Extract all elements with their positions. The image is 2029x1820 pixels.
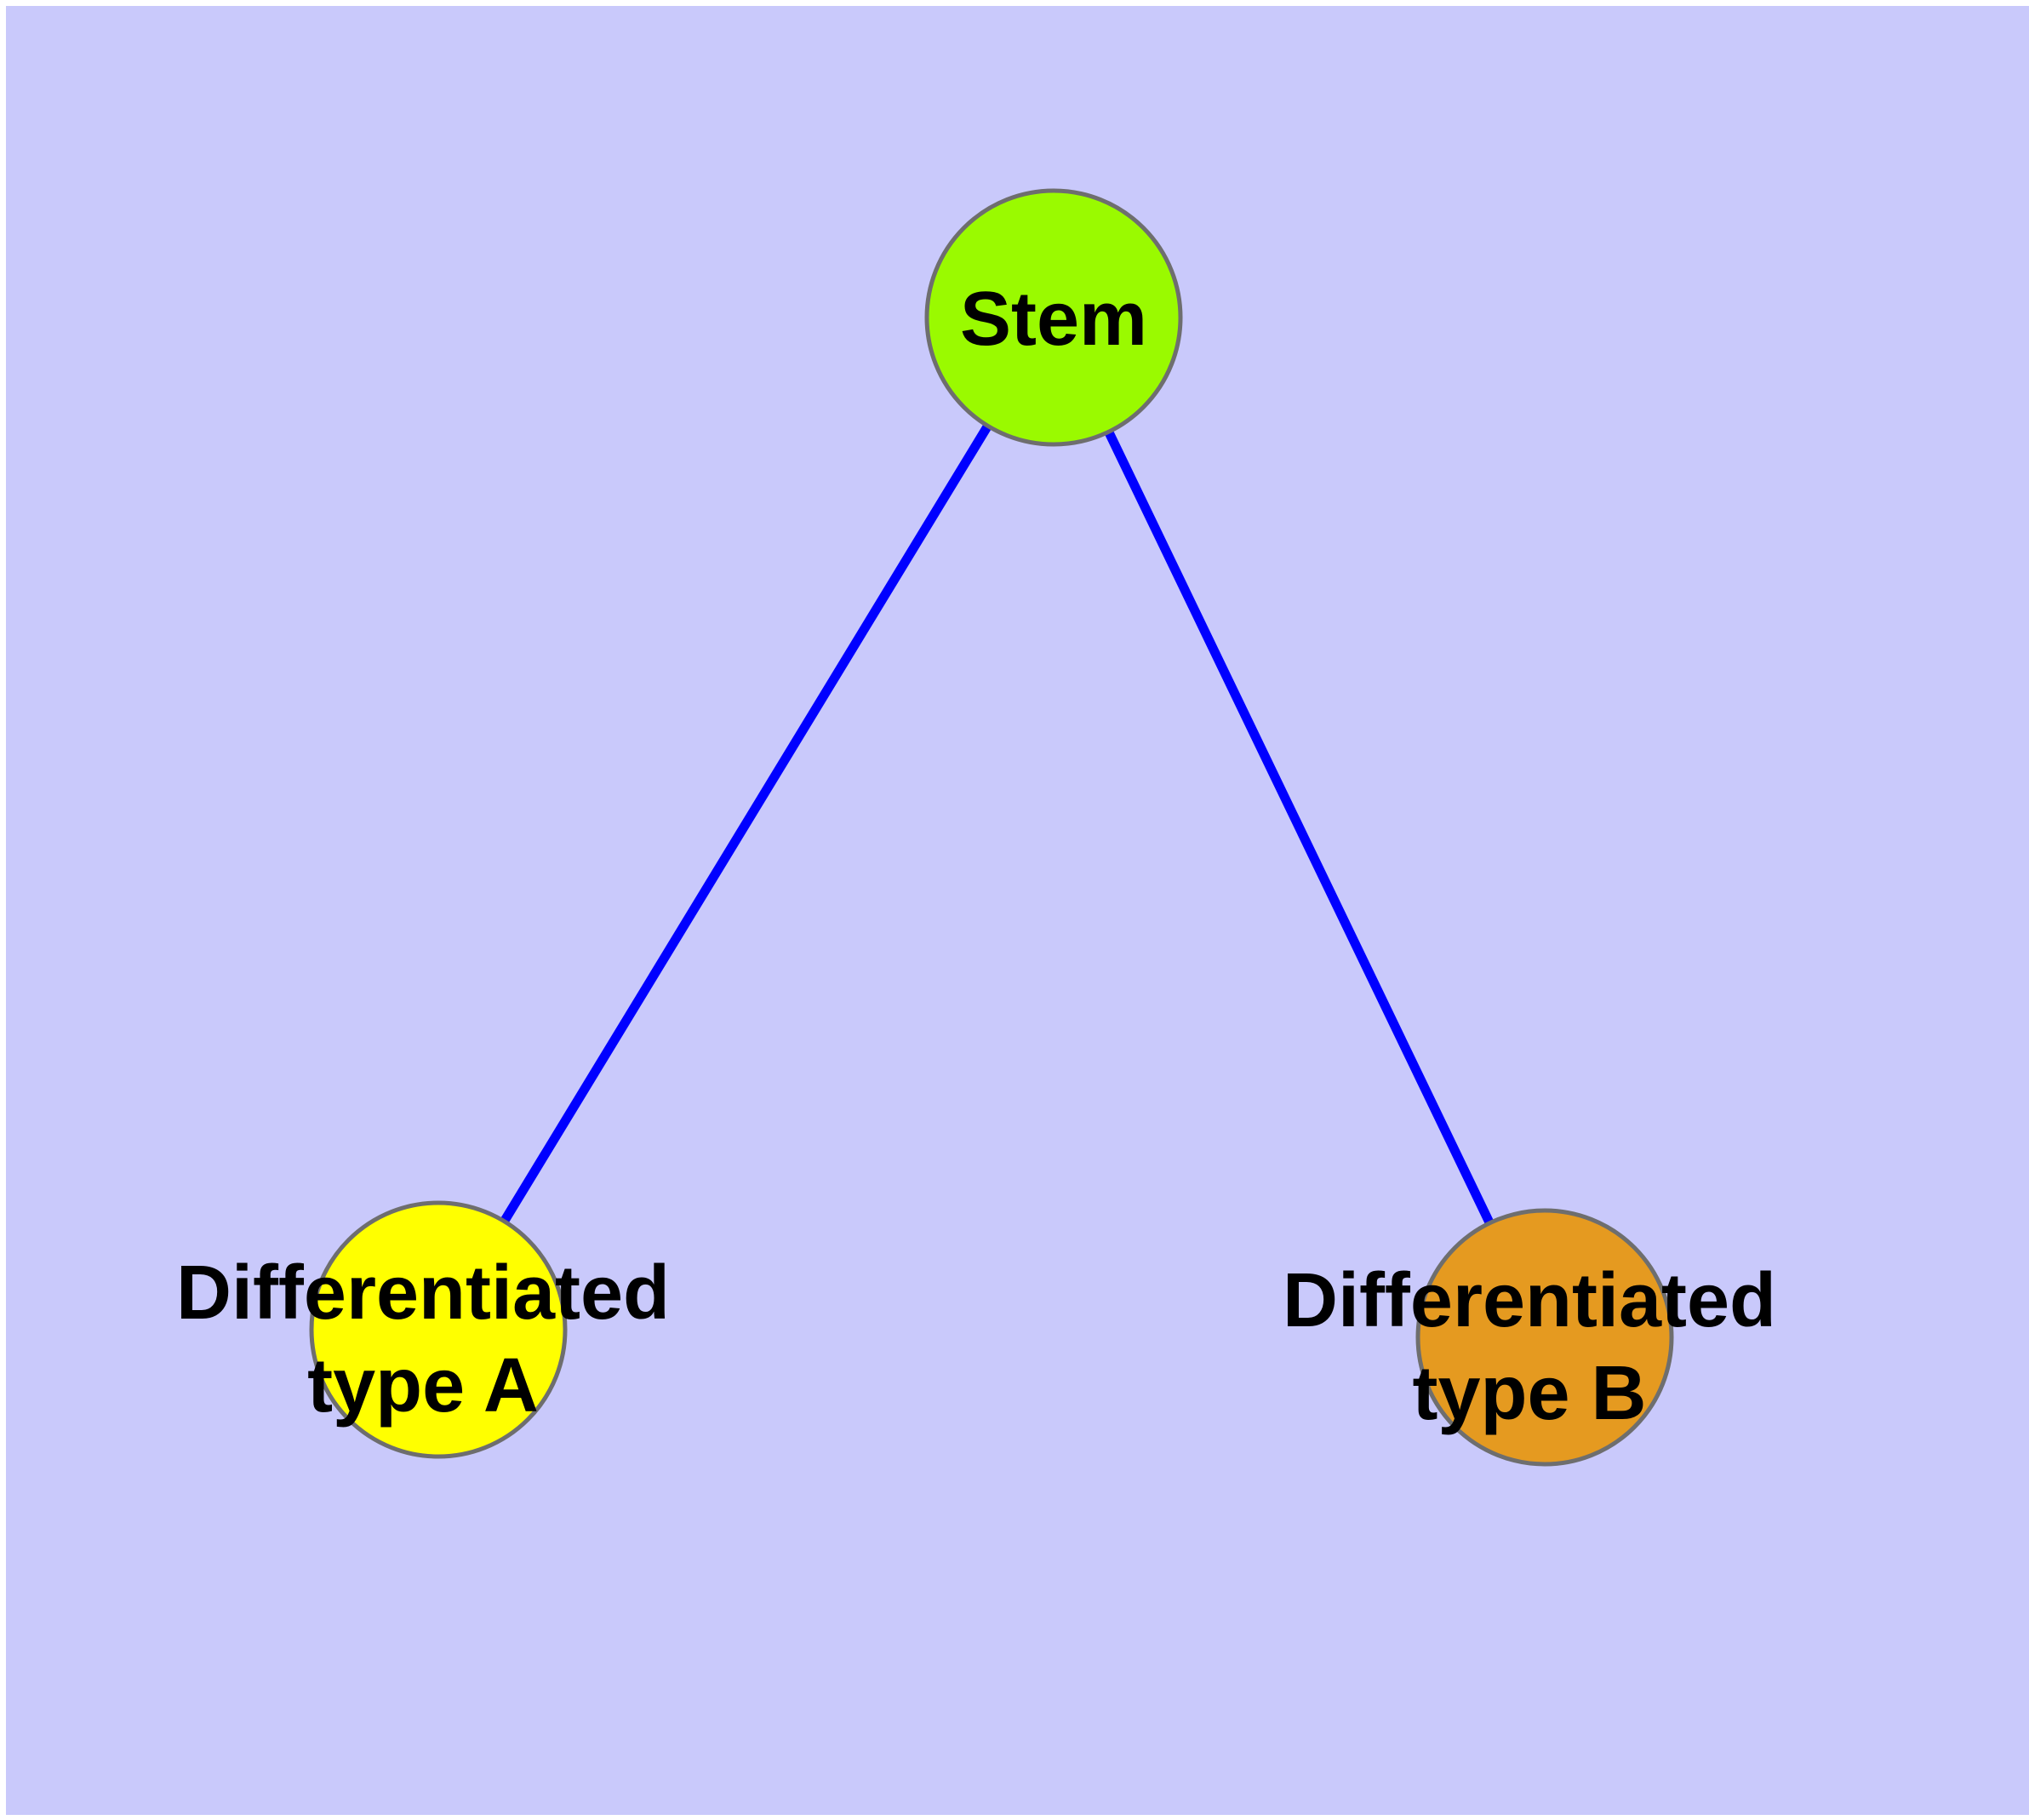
node-differentiated-type-a xyxy=(309,1200,568,1459)
edge-stem-to-type-b xyxy=(1049,315,1549,1340)
edge-stem-to-type-a xyxy=(434,315,1058,1332)
node-type-a-label-line1: Differentiated xyxy=(176,1251,670,1336)
node-type-b-label-line1: Differentiated xyxy=(1283,1258,1776,1343)
node-stem-label: Stem xyxy=(960,277,1147,362)
node-differentiated-type-b xyxy=(1415,1208,1674,1467)
node-type-b-label-line2: type B xyxy=(1412,1351,1646,1436)
node-stem xyxy=(924,188,1183,447)
node-type-a-label-line2: type A xyxy=(307,1343,539,1428)
